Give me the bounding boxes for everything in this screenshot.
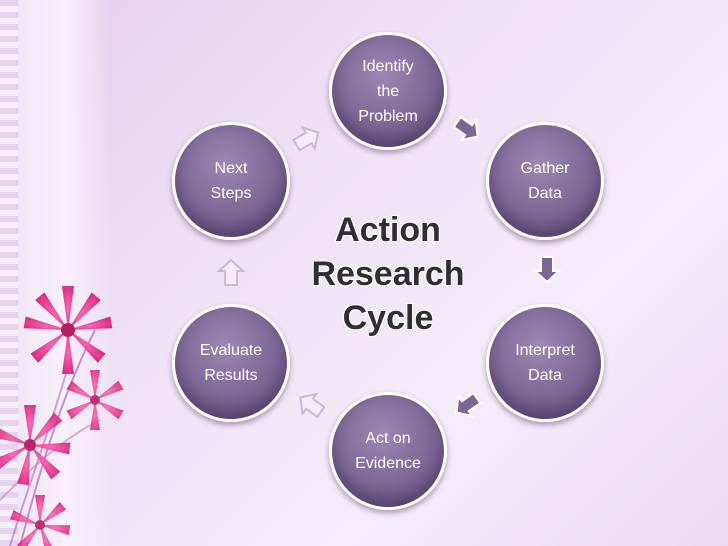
arrow-next-to-identify bbox=[292, 125, 320, 152]
arrow-identify-to-gather bbox=[452, 115, 479, 142]
node-label: Evaluate Results bbox=[199, 342, 263, 384]
node-label: Next Steps bbox=[210, 160, 252, 202]
node-label: Identify the Problem bbox=[358, 57, 418, 125]
flower-decoration bbox=[0, 286, 124, 546]
left-stripes bbox=[0, 0, 18, 546]
node-identify-the-problem: Identify the Problem bbox=[329, 32, 447, 150]
node-label: Interpret Data bbox=[515, 342, 575, 384]
arrow-evaluate-to-next bbox=[216, 258, 246, 286]
arrow-act-to-evaluate bbox=[299, 392, 326, 419]
diagram-title: Action Research Cycle bbox=[311, 211, 465, 337]
node-act-on-evidence: Act on Evidence bbox=[329, 392, 447, 510]
node-next-steps: Next Steps bbox=[172, 122, 290, 240]
arrow-interpret-to-act bbox=[455, 391, 482, 418]
node-label: Gather Data bbox=[520, 160, 570, 202]
node-gather-data: Gather Data bbox=[486, 122, 604, 240]
node-evaluate-results: Evaluate Results bbox=[172, 304, 290, 422]
node-interpret-data: Interpret Data bbox=[486, 304, 604, 422]
left-decor-strip bbox=[0, 0, 110, 546]
node-label: Act on Evidence bbox=[355, 430, 421, 472]
arrow-gather-to-interpret bbox=[532, 256, 562, 284]
